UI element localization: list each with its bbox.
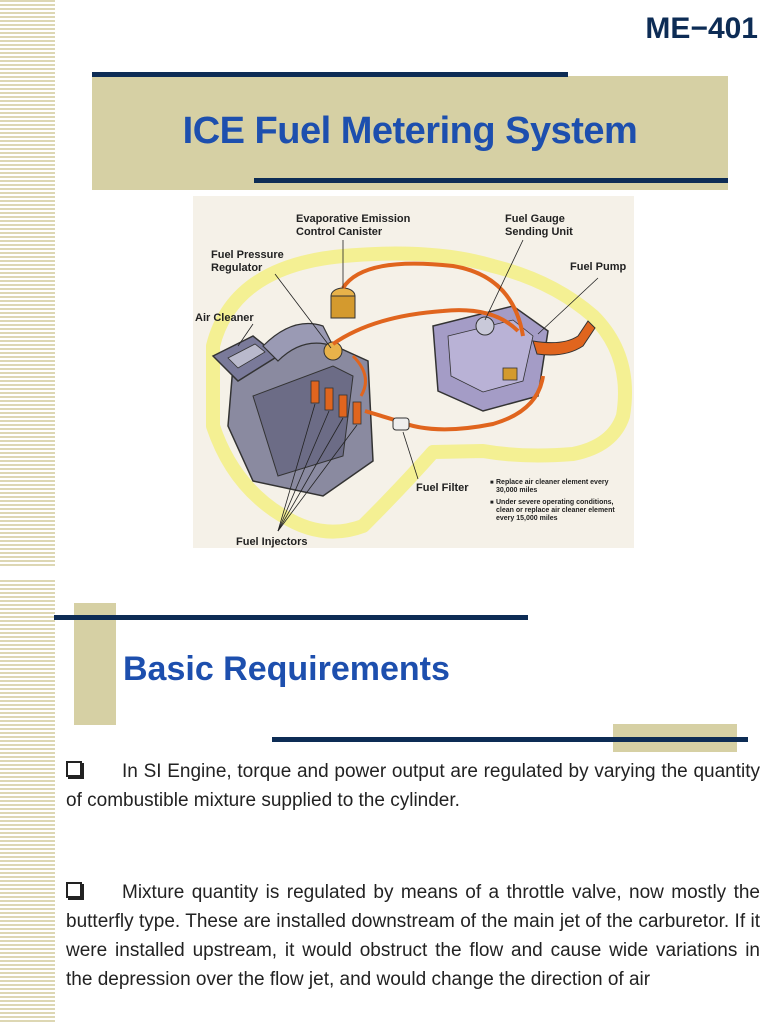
paragraph-1: In SI Engine, torque and power output ar… — [66, 757, 760, 815]
paragraph-text: In SI Engine, torque and power output ar… — [66, 761, 760, 811]
heading-accent-left — [74, 603, 116, 725]
title-background — [92, 76, 728, 190]
left-stripe-decoration-lower — [0, 580, 55, 1024]
paragraph-2: Mixture quantity is regulated by means o… — [66, 878, 760, 994]
page-title: ICE Fuel Metering System — [182, 109, 638, 152]
title-top-rule — [92, 72, 568, 77]
label-fuel-gauge: Fuel Gauge Sending Unit — [505, 213, 573, 238]
label-air-cleaner: Air Cleaner — [195, 312, 254, 324]
section-heading: Basic Requirements — [123, 650, 450, 688]
course-code: ME−401 — [645, 12, 758, 45]
heading-top-rule — [54, 615, 528, 620]
label-fuel-injectors: Fuel Injectors — [236, 536, 308, 548]
label-evaporative-canister: Evaporative Emission Control Canister — [296, 213, 411, 238]
heading-bottom-rule — [272, 737, 748, 742]
fuel-system-illustration — [206, 239, 632, 539]
label-fuel-filter: Fuel Filter — [416, 482, 469, 494]
maintenance-note: Under severe operating conditions, clean… — [490, 499, 630, 523]
maintenance-note: Replace air cleaner element every 30,000… — [490, 479, 630, 495]
left-stripe-decoration — [0, 0, 55, 568]
label-fuel-pressure-regulator: Fuel Pressure Regulator — [211, 249, 284, 274]
paragraph-text: Mixture quantity is regulated by means o… — [66, 882, 760, 990]
checkbox-bullet-icon — [66, 761, 82, 777]
checkbox-bullet-icon — [66, 882, 82, 898]
fuel-system-diagram: Evaporative Emission Control Canister Fu… — [193, 196, 634, 548]
title-bottom-rule — [254, 178, 728, 183]
label-fuel-pump: Fuel Pump — [570, 261, 627, 273]
maintenance-notes: Replace air cleaner element every 30,000… — [490, 479, 630, 527]
